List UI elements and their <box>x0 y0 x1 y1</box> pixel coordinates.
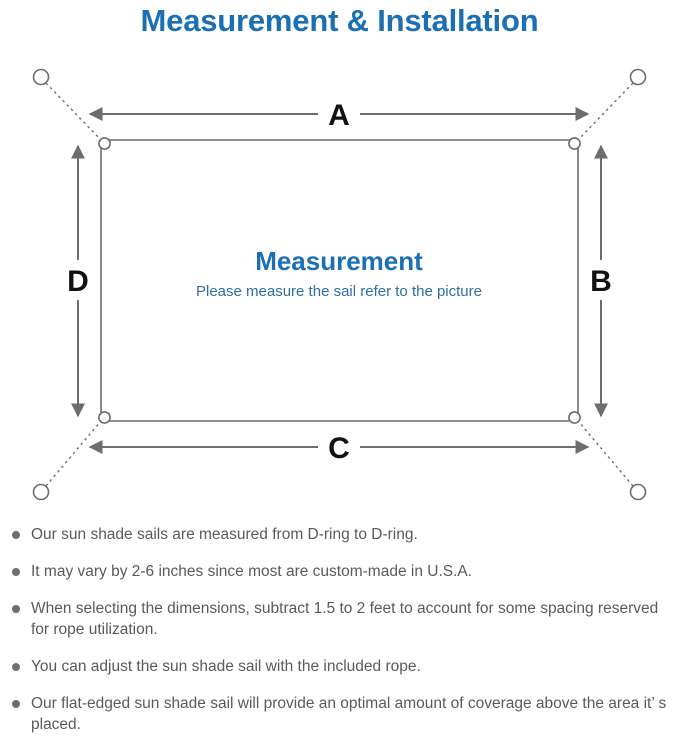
dimension-label-d: D <box>67 265 89 298</box>
anchor-rings <box>32 68 647 501</box>
list-item: Our sun shade sails are measured from D-… <box>0 524 679 545</box>
rope-bottom-right <box>577 420 634 487</box>
note-text: It may vary by 2-6 inches since most are… <box>31 563 473 580</box>
note-text: Our flat-edged sun shade sail will provi… <box>31 695 667 733</box>
sail-label-main: Measurement <box>255 246 423 276</box>
dimension-label-c: C <box>328 432 350 465</box>
measurement-diagram: A C D B Measurement Please measure the s… <box>0 48 679 518</box>
notes-list: Our sun shade sails are measured from D-… <box>0 524 679 751</box>
note-text: When selecting the dimensions, subtract … <box>31 600 659 638</box>
rope-top-right <box>577 82 634 141</box>
bullet-icon <box>12 605 20 613</box>
dimension-label-b: B <box>590 265 612 298</box>
sail-label-sub: Please measure the sail refer to the pic… <box>196 283 482 300</box>
anchor-ring-top-left <box>32 68 50 86</box>
note-text: You can adjust the sun shade sail with t… <box>31 658 421 675</box>
list-item: Our flat-edged sun shade sail will provi… <box>0 693 679 735</box>
rope-top-left <box>45 82 102 141</box>
anchor-ring-bottom-left <box>32 483 50 501</box>
page-title: Measurement & Installation <box>140 3 539 38</box>
d-rings <box>98 137 581 424</box>
list-item: It may vary by 2-6 inches since most are… <box>0 561 679 582</box>
bullet-icon <box>12 531 20 539</box>
bullet-icon <box>12 663 20 671</box>
sail-body <box>100 139 579 422</box>
note-text: Our sun shade sails are measured from D-… <box>31 526 418 543</box>
list-item: You can adjust the sun shade sail with t… <box>0 656 679 677</box>
anchor-ring-top-right <box>629 68 647 86</box>
rope-bottom-left <box>45 420 102 487</box>
bullet-icon <box>12 568 20 576</box>
bullet-icon <box>12 700 20 708</box>
list-item: When selecting the dimensions, subtract … <box>0 598 679 640</box>
dimension-label-a: A <box>328 99 350 132</box>
anchor-ring-bottom-right <box>629 483 647 501</box>
rope-lines <box>45 82 634 487</box>
